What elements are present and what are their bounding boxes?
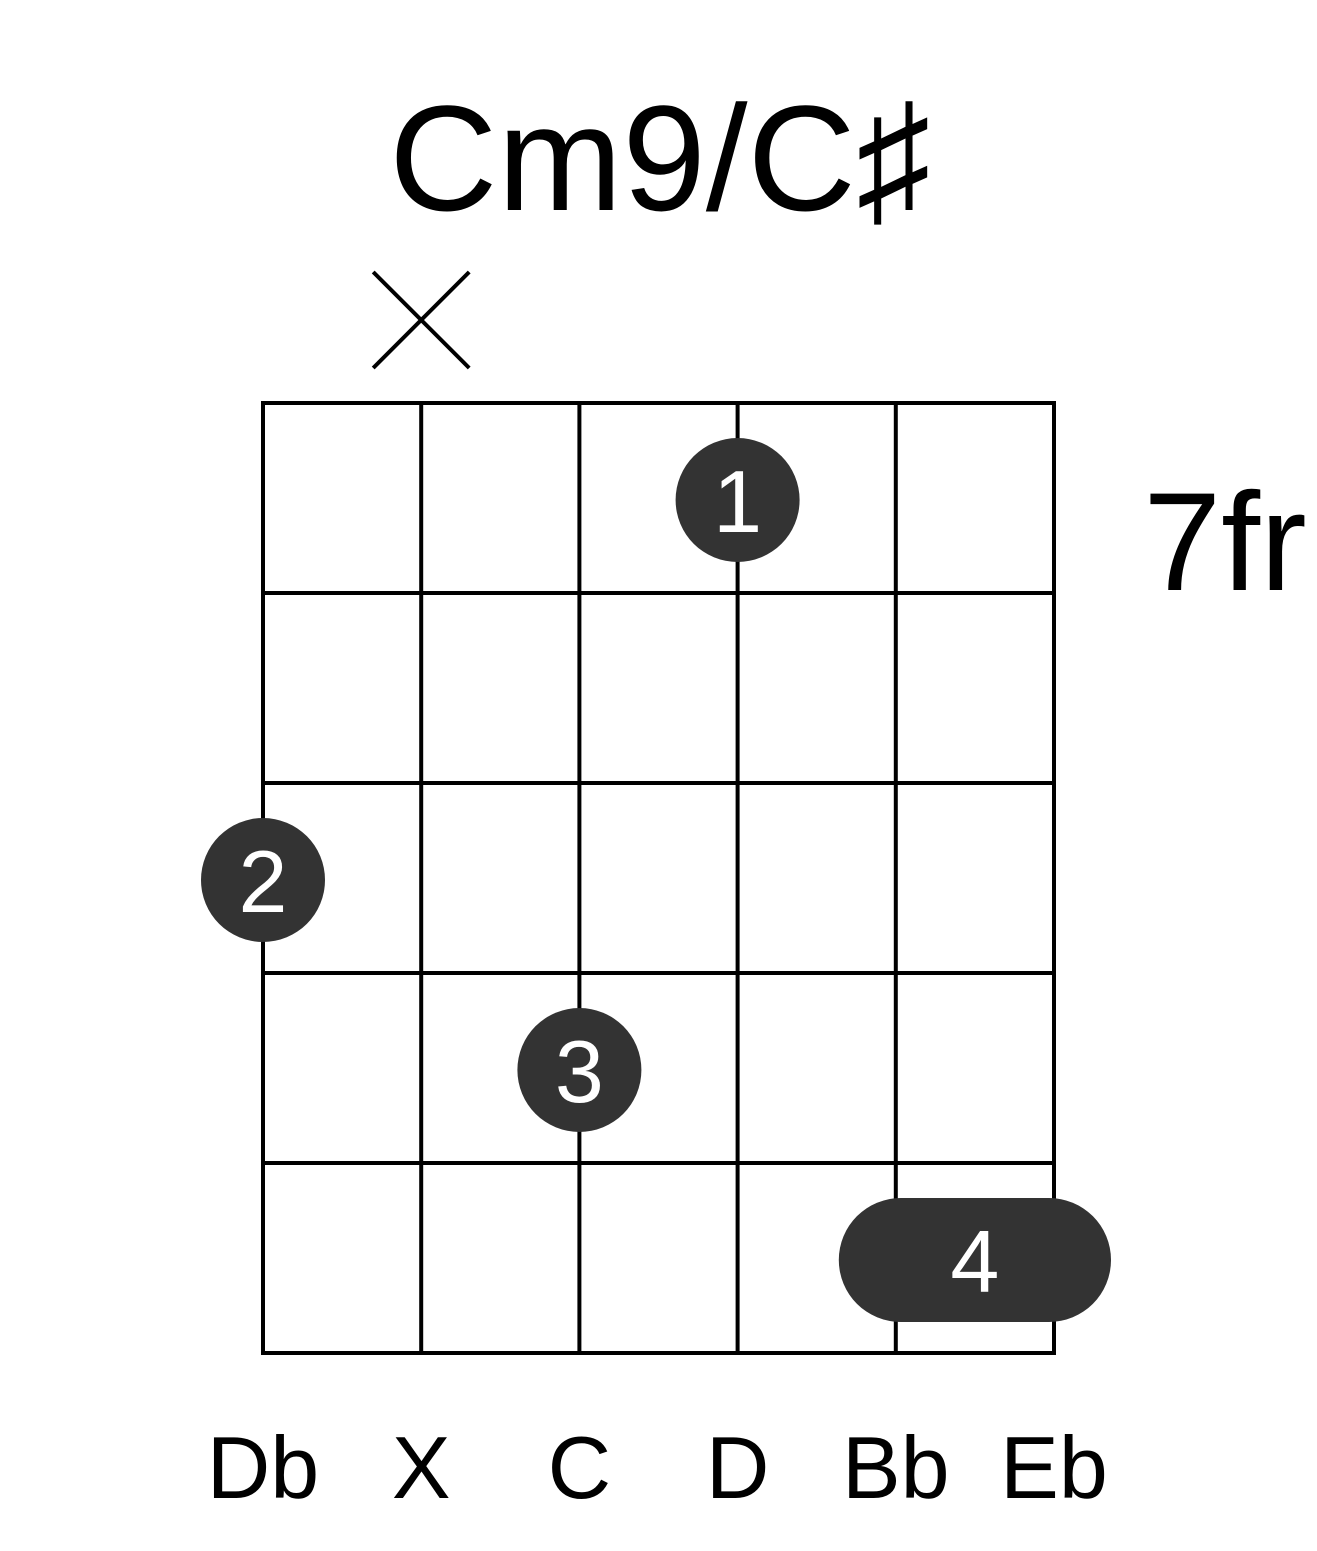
string-note-label: Bb xyxy=(842,1418,950,1517)
finger-dot-2: 2 xyxy=(201,818,325,942)
chord-title: Cm9/C♯ xyxy=(389,74,931,242)
finger-dot-4: 4 xyxy=(838,1198,1111,1322)
finger-dot-1: 1 xyxy=(675,438,800,562)
string-note-label: X xyxy=(392,1418,451,1517)
finger-number: 1 xyxy=(713,452,762,551)
finger-number: 3 xyxy=(555,1022,604,1121)
finger-dots: 1 2 3 4 xyxy=(201,438,1111,1322)
string-note-label: Db xyxy=(207,1418,320,1517)
string-note-label: D xyxy=(706,1418,770,1517)
string-note-label: C xyxy=(548,1418,612,1517)
finger-dot-3: 3 xyxy=(517,1008,642,1132)
muted-string-x-icon xyxy=(371,270,471,370)
finger-number: 4 xyxy=(950,1212,999,1311)
string-note-label: Eb xyxy=(1000,1418,1108,1517)
finger-number: 2 xyxy=(239,832,288,931)
start-fret-label: 7fr xyxy=(1143,463,1306,620)
mute-markers xyxy=(371,270,471,370)
